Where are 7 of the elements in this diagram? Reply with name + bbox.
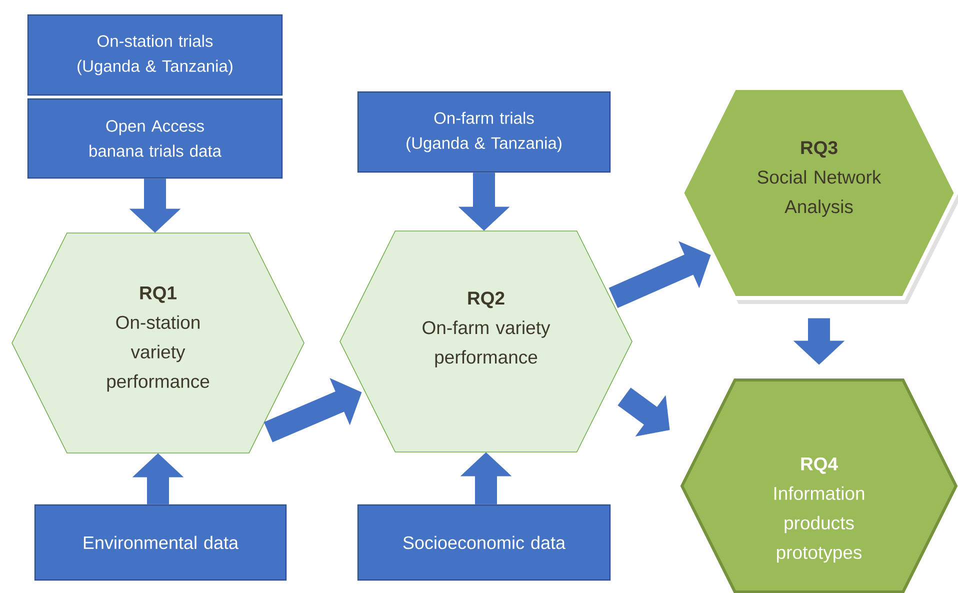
- input-box: On-station trials (Uganda & Tanzania): [27, 14, 283, 96]
- input-box: Socioeconomic data: [357, 504, 611, 581]
- input-box: On-farm trials (Uganda & Tanzania): [357, 91, 611, 173]
- input-box: Open Access banana trials data: [27, 98, 283, 179]
- hexagon: RQ1 On-station variety performance: [12, 232, 304, 454]
- input-box: Environmental data: [34, 504, 287, 581]
- hexagon: RQ2 On-farm variety performance: [340, 230, 632, 452]
